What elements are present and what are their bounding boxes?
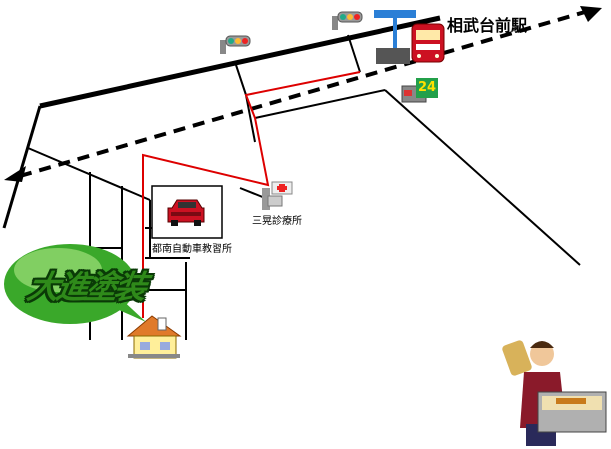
- station-platform-icon: [374, 10, 416, 64]
- company-logo-text: 大進塗装: [24, 268, 148, 306]
- convenience-store-badge: 24: [418, 80, 437, 95]
- house-icon: [126, 315, 182, 359]
- painter-worker-icon: [502, 340, 607, 446]
- traffic-signal-icon: [332, 11, 363, 30]
- car-icon: [167, 199, 205, 226]
- hospital-icon: [262, 181, 293, 210]
- traffic-signal-icon: [220, 35, 251, 54]
- convenience-store-icon: [401, 78, 438, 103]
- train-icon: [411, 23, 445, 63]
- company-logo-bubble: [4, 244, 146, 324]
- road-left-diagonal: [2, 105, 42, 229]
- railway-line: [4, 6, 602, 182]
- driving-school-label: 都南自動車教習所: [152, 244, 232, 255]
- route-to-company: [142, 71, 361, 318]
- station-label: 相武台前駅: [447, 16, 528, 35]
- main-road: [39, 15, 441, 109]
- clinic-label: 三晃診療所: [252, 216, 302, 227]
